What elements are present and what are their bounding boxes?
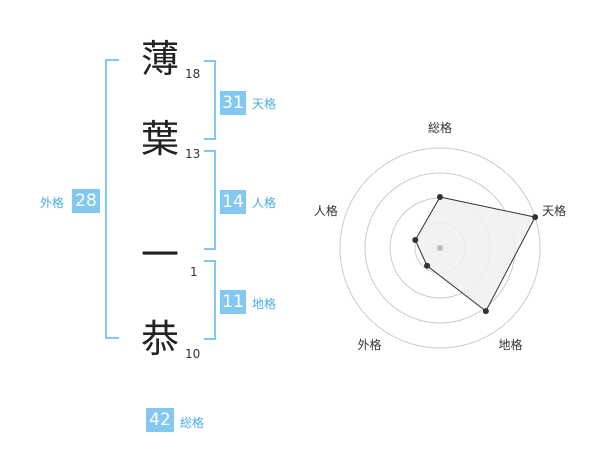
radar-axis-label-1: 総格 xyxy=(428,120,452,135)
name-char-4: 恭 xyxy=(140,317,179,361)
chikaku-bracket-vertical xyxy=(214,260,216,340)
gaikaku-value: 28 xyxy=(72,189,100,213)
radar-axis-label-3: 地格 xyxy=(499,337,523,352)
radar-point-5 xyxy=(412,236,419,243)
radar-point-3 xyxy=(482,308,489,315)
name-char-3: 一 xyxy=(140,233,179,277)
stroke-count-3: 1 xyxy=(190,265,198,279)
gaikaku-bracket-bottom xyxy=(105,337,119,339)
jinkaku-bracket-bottom xyxy=(204,248,216,250)
radar-ring-4 xyxy=(339,147,541,349)
chikaku-bracket-bottom xyxy=(204,338,216,340)
radar-center-dot xyxy=(437,245,443,251)
name-char-1: 薄 xyxy=(140,37,179,81)
jinkaku-label: 人格 xyxy=(252,196,277,210)
radar-point-1 xyxy=(437,194,443,200)
stroke-count-2: 13 xyxy=(185,147,201,161)
gaikaku-bracket-top xyxy=(105,59,119,61)
tenkaku-value: 31 xyxy=(220,91,246,115)
radar-axis-label-2: 天格 xyxy=(542,203,566,218)
gaikaku-label: 外格 xyxy=(40,196,65,210)
jinkaku-bracket-top xyxy=(204,150,216,152)
soukaku-label: 総格 xyxy=(180,416,205,430)
jinkaku-bracket-vertical xyxy=(214,150,216,250)
tenkaku-label: 天格 xyxy=(252,97,277,111)
radar-point-4 xyxy=(424,262,431,269)
stroke-count-1: 18 xyxy=(185,67,201,81)
gaikaku-bracket-vertical xyxy=(105,59,107,339)
chikaku-bracket-top xyxy=(204,260,216,262)
soukaku-value: 42 xyxy=(146,408,174,432)
chikaku-value: 11 xyxy=(220,290,246,314)
tenkaku-bracket-top xyxy=(204,60,216,62)
chikaku-label: 地格 xyxy=(252,297,277,311)
stroke-count-4: 10 xyxy=(185,347,201,361)
radar-point-2 xyxy=(532,214,539,221)
radar-points xyxy=(412,194,539,315)
tenkaku-bracket-bottom xyxy=(204,138,216,140)
radar-axis-label-5: 人格 xyxy=(314,203,338,218)
radar-axis-label-4: 外格 xyxy=(357,337,381,352)
tenkaku-bracket-vertical xyxy=(214,60,216,140)
name-char-2: 葉 xyxy=(140,117,179,161)
jinkaku-value: 14 xyxy=(220,190,246,214)
radar-polygon xyxy=(414,196,536,312)
